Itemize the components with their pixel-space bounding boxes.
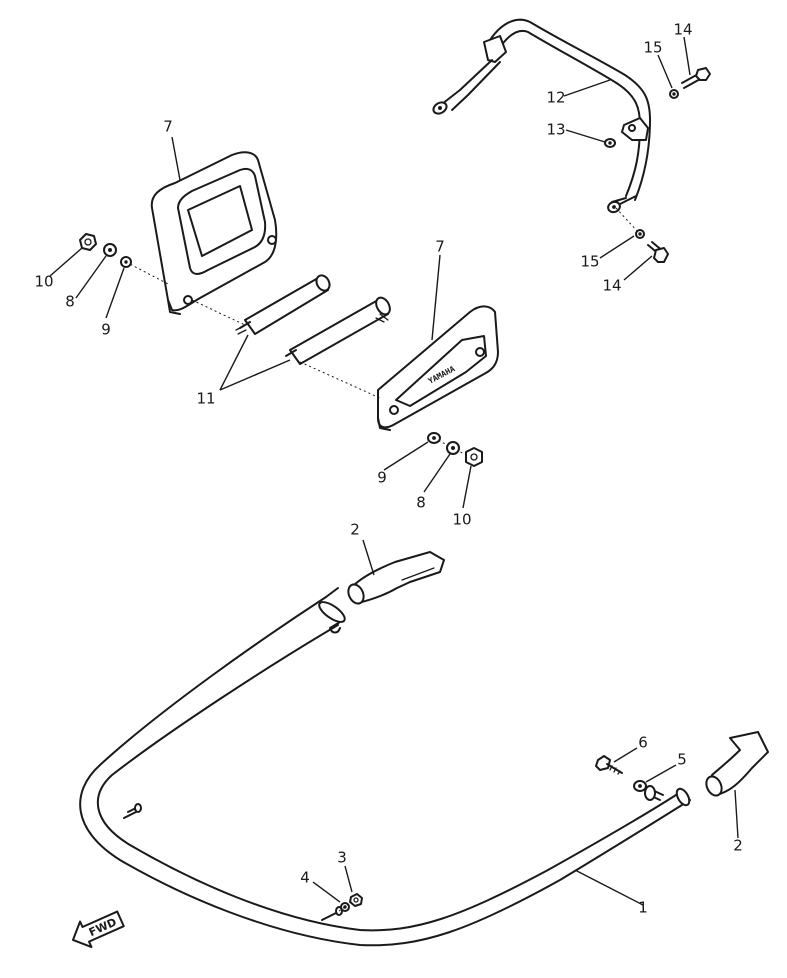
part-11-spacer-lower <box>285 296 391 365</box>
part-7-plate-left <box>150 151 278 315</box>
part-6-bolt <box>595 755 623 775</box>
label-part-8-center: 8 <box>416 494 426 512</box>
part-10-nut-center <box>465 447 483 467</box>
label-part-10-center: 10 <box>452 511 471 529</box>
part-15-washer-lower <box>635 229 645 239</box>
label-part-4: 4 <box>300 869 310 887</box>
label-part-7-center: 7 <box>435 238 445 256</box>
label-part-8-left: 8 <box>65 293 75 311</box>
part-3-nut <box>349 893 363 907</box>
label-part-3: 3 <box>337 849 347 867</box>
label-part-6: 6 <box>638 734 648 752</box>
label-part-14-lower: 14 <box>602 277 621 295</box>
bumper-stud-left <box>123 803 142 819</box>
part-15-washer-upper <box>669 89 679 99</box>
label-part-2-lower: 2 <box>733 837 743 855</box>
part-7-plate-center: YAMAHA <box>377 305 499 431</box>
part-8-washer-center <box>446 441 460 455</box>
label-part-15-upper: 15 <box>643 39 662 57</box>
label-part-14-upper: 14 <box>673 21 692 39</box>
label-part-2-upper: 2 <box>350 521 360 539</box>
label-part-7-left: 7 <box>163 118 173 136</box>
part-9-washer-center <box>427 432 441 444</box>
label-part-12: 12 <box>546 89 565 107</box>
label-part-10-left: 10 <box>34 273 53 291</box>
bumper-stud-bottom <box>321 906 343 921</box>
part-14-bolt-upper <box>681 67 711 89</box>
part-13-nut <box>604 138 616 148</box>
label-part-9-left: 9 <box>101 321 111 339</box>
label-part-13: 13 <box>546 121 565 139</box>
label-part-15-lower: 15 <box>580 253 599 271</box>
label-part-11: 11 <box>196 390 215 408</box>
part-4-washer <box>340 902 350 912</box>
part-8-washer-left <box>103 243 117 257</box>
part-2-end-cap-lower <box>705 731 769 797</box>
leader-lines <box>49 36 739 906</box>
label-part-1: 1 <box>638 899 648 917</box>
part-1-bumper-bar <box>79 587 691 947</box>
label-part-5: 5 <box>677 751 687 769</box>
part-10-nut-left <box>79 233 97 251</box>
part-2-end-cap-upper <box>347 551 445 605</box>
forward-arrow-icon: FWD <box>71 910 125 949</box>
part-5-washer <box>633 780 647 792</box>
callout-labels: 1 2 2 3 4 5 6 7 7 8 8 9 9 10 10 11 12 13… <box>34 21 742 917</box>
part-9-washer-left <box>120 256 132 268</box>
part-12-grab-handle <box>432 18 651 214</box>
part-11-spacer-upper <box>235 274 331 335</box>
label-part-9-center: 9 <box>377 469 387 487</box>
part-14-bolt-lower <box>647 241 669 263</box>
bumper-stud-right <box>644 785 664 801</box>
